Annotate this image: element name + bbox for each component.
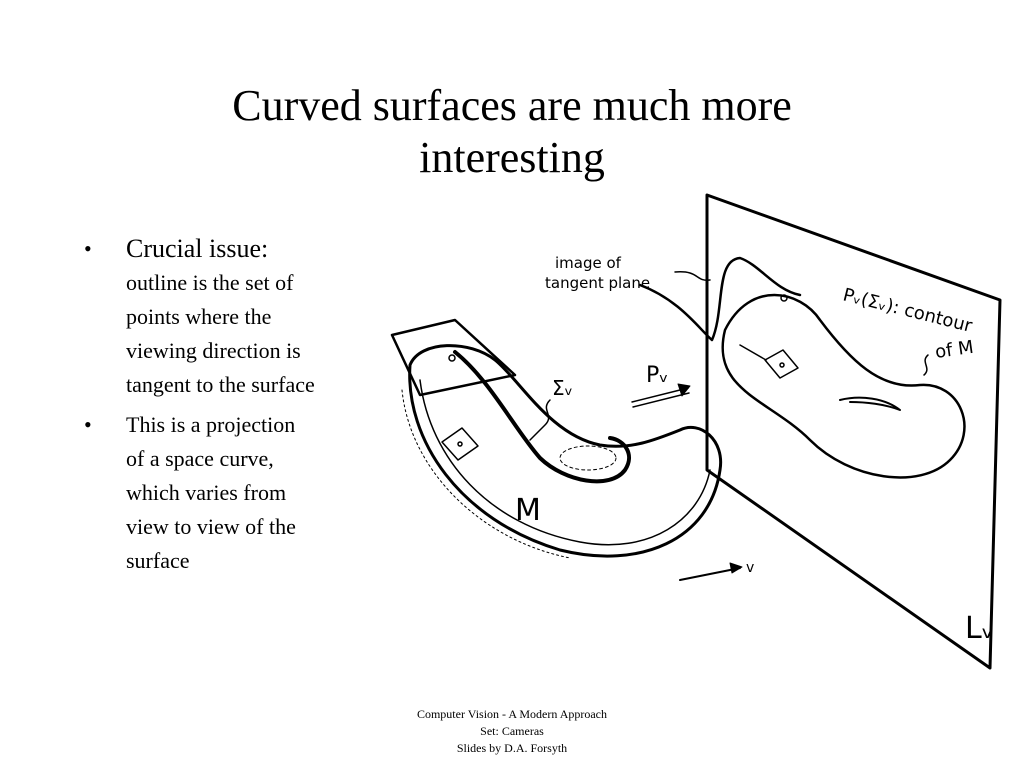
bullet-text-line: points where the bbox=[126, 304, 272, 329]
bullet-item-projection: • This is a projection of a space curve,… bbox=[84, 408, 384, 578]
bullet-marker: • bbox=[84, 236, 92, 261]
projection-arrow-head bbox=[677, 383, 691, 397]
tangent-point bbox=[448, 354, 456, 362]
contour-label-line-2: of M bbox=[934, 337, 975, 363]
image-patch bbox=[764, 349, 799, 379]
projection-arrow-line-1 bbox=[631, 387, 689, 403]
bullet-heading: Crucial issue: bbox=[126, 234, 269, 263]
footer-line-1: Computer Vision - A Modern Approach bbox=[416, 707, 608, 721]
image-label-leader bbox=[674, 271, 711, 281]
surface-patch-point bbox=[457, 441, 463, 447]
sigma-leader bbox=[529, 399, 551, 441]
view-direction-head bbox=[729, 562, 743, 574]
projected-contour bbox=[721, 293, 966, 479]
bullet-text-line: This is a projection bbox=[126, 412, 296, 437]
slide-footer: Computer Vision - A Modern Approach Set:… bbox=[312, 706, 712, 757]
title-line-1: Curved surfaces are much more bbox=[232, 81, 792, 130]
surface-patch bbox=[441, 427, 479, 461]
contour-leader bbox=[923, 354, 929, 376]
title-line-2: interesting bbox=[419, 133, 605, 182]
bullet-text-line: view to view of the bbox=[126, 514, 296, 539]
slide-title: Curved surfaces are much more interestin… bbox=[120, 80, 904, 184]
image-tangent-point bbox=[780, 294, 788, 302]
bullet-text-line: tangent to the surface bbox=[126, 372, 315, 397]
bullet-list: • Crucial issue: outline is the set of p… bbox=[84, 232, 384, 584]
bullet-text-line: of a space curve, bbox=[126, 446, 274, 471]
image-plane bbox=[705, 193, 1002, 670]
view-label: v bbox=[746, 560, 754, 576]
bullet-marker: • bbox=[84, 412, 92, 437]
image-patch-point bbox=[779, 362, 785, 368]
image-label-line-2: tangent plane bbox=[545, 274, 650, 292]
surface-contour-figure: image of tangent plane Pᵥ(Σᵥ): contour o… bbox=[380, 190, 1020, 670]
view-direction-line bbox=[679, 567, 741, 581]
bullet-text-line: outline is the set of bbox=[126, 270, 294, 295]
bullet-text-line: viewing direction is bbox=[126, 338, 301, 363]
image-tangent-line bbox=[638, 256, 802, 342]
surface-outline bbox=[408, 344, 723, 558]
bullet-text-line: which varies from bbox=[126, 480, 287, 505]
contour-label-line-1: Pᵥ(Σᵥ): contour bbox=[841, 284, 975, 337]
surface-label: M bbox=[515, 493, 541, 528]
projection-arrow-line-2 bbox=[632, 392, 690, 408]
contour-cusp bbox=[839, 396, 901, 411]
bullet-item-crucial-issue: • Crucial issue: outline is the set of p… bbox=[84, 232, 384, 402]
footer-line-3: Slides by D.A. Forsyth bbox=[456, 741, 568, 755]
space-curve-contour bbox=[453, 350, 631, 484]
plane-label: Lᵥ bbox=[965, 611, 994, 646]
surface-back-edge bbox=[419, 379, 711, 546]
sigma-label: Σᵥ bbox=[552, 376, 573, 400]
image-label-line-1: image of bbox=[555, 254, 622, 272]
projection-label: Pᵥ bbox=[646, 363, 668, 388]
surface-dotted-rim bbox=[401, 389, 571, 559]
bullet-text-line: surface bbox=[126, 548, 190, 573]
surface-dimple bbox=[559, 445, 617, 471]
footer-line-2: Set: Cameras bbox=[480, 724, 544, 738]
patch-leader bbox=[739, 344, 767, 361]
